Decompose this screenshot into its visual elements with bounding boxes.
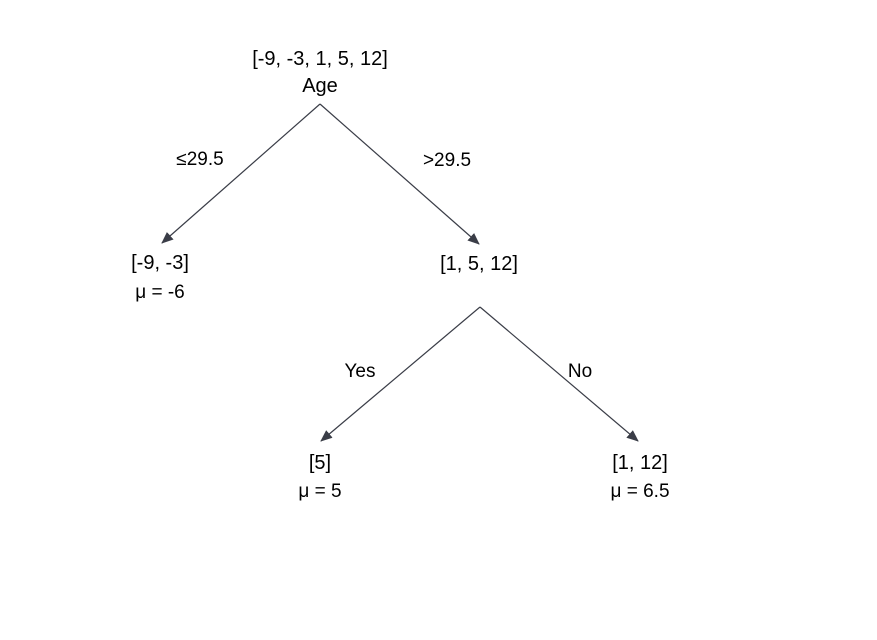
yes-leaf-mean: μ = 5 bbox=[298, 481, 342, 502]
no-branch-label: No bbox=[567, 361, 593, 382]
left-split-label: ≤29.5 bbox=[176, 149, 224, 170]
root-node-values: [-9, -3, 1, 5, 12] bbox=[252, 48, 388, 70]
yes-leaf-values: [5] bbox=[308, 452, 332, 474]
left-leaf-values: [-9, -3] bbox=[131, 252, 189, 274]
edge-root-to-right-node bbox=[319, 103, 480, 245]
left-leaf-mean: μ = -6 bbox=[135, 282, 185, 303]
edge-right-node-to-yes-leaf bbox=[320, 306, 481, 442]
edge-root-to-left-leaf bbox=[161, 103, 321, 244]
no-leaf-values: [1, 12] bbox=[612, 452, 668, 474]
no-leaf-mean: μ = 6.5 bbox=[610, 481, 670, 502]
right-node-values: [1, 5, 12] bbox=[440, 253, 518, 275]
yes-branch-label: Yes bbox=[344, 361, 376, 382]
edge-right-node-to-no-leaf bbox=[479, 306, 639, 442]
right-split-label: >29.5 bbox=[422, 150, 472, 171]
root-node-feature: Age bbox=[302, 75, 338, 97]
